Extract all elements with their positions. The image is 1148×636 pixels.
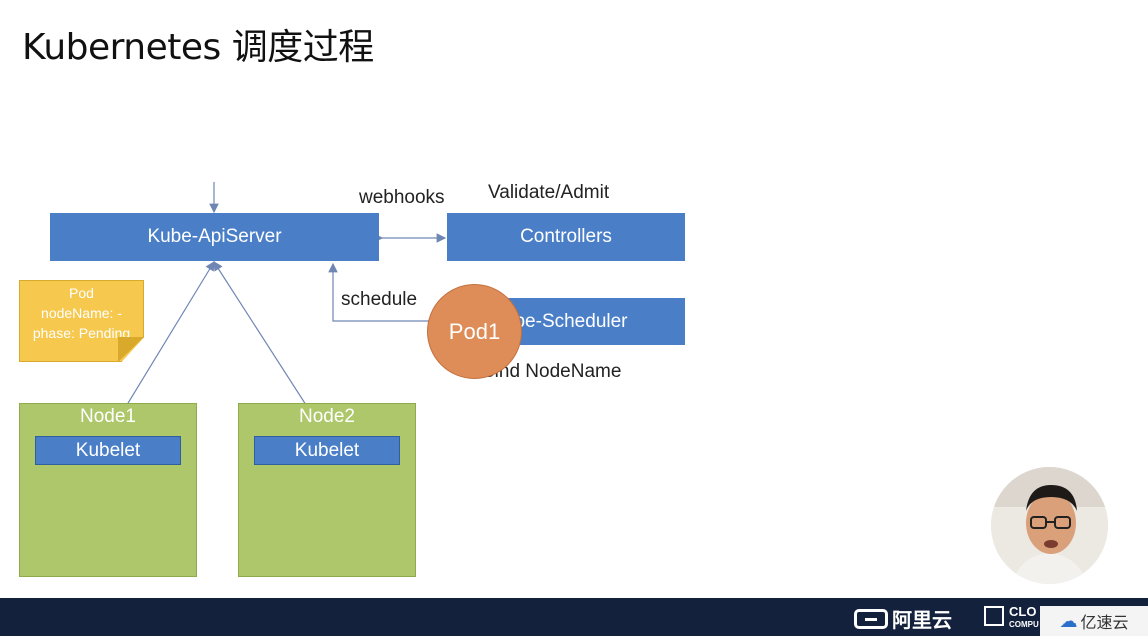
validate-admit-label: Validate/Admit [488, 182, 610, 203]
note-line-nodename: nodeName: - [41, 305, 122, 321]
watermark-text: 亿速云 [1080, 615, 1129, 632]
node1-label: Node1 [80, 406, 136, 427]
node2-box: Node2 Kubelet [238, 403, 416, 577]
webhooks-label: webhooks [359, 187, 445, 208]
cloud-text-line2: COMPU [1009, 620, 1039, 629]
watermark-badge: ☁ 亿速云 [1040, 606, 1148, 636]
presenter-avatar [991, 467, 1108, 584]
schedule-arrow [328, 262, 440, 322]
controllers-box: Controllers [447, 213, 685, 261]
cloud-logo: CLO COMPU [984, 604, 1039, 630]
aliyun-text: 阿里云 [892, 610, 952, 632]
node1-box: Node1 Kubelet [19, 403, 197, 577]
note-line-pod: Pod [69, 285, 94, 301]
cloud-icon: ☁ [1059, 610, 1078, 631]
aliyun-logo: 阿里云 [854, 604, 952, 633]
pod-status-note: Pod nodeName: - phase: Pending [19, 280, 144, 362]
footer-bar: 阿里云 CLO COMPU [0, 598, 1148, 636]
cloud-mark-icon [984, 606, 1004, 626]
node1-kubelet: Kubelet [35, 436, 181, 465]
cloud-text-line1: CLO [1009, 604, 1037, 619]
node2-label: Node2 [299, 406, 355, 427]
bind-nodename-label: Bind NodeName [482, 361, 622, 382]
page-title: Kubernetes 调度过程 [22, 27, 374, 68]
schedule-label: schedule [341, 289, 418, 310]
pod1-circle: Pod1 [427, 284, 522, 379]
node2-kubelet: Kubelet [254, 436, 400, 465]
aliyun-mark-icon [854, 608, 888, 629]
note-line-phase: phase: Pending [32, 325, 131, 341]
apiserver-box: Kube-ApiServer [50, 213, 379, 261]
